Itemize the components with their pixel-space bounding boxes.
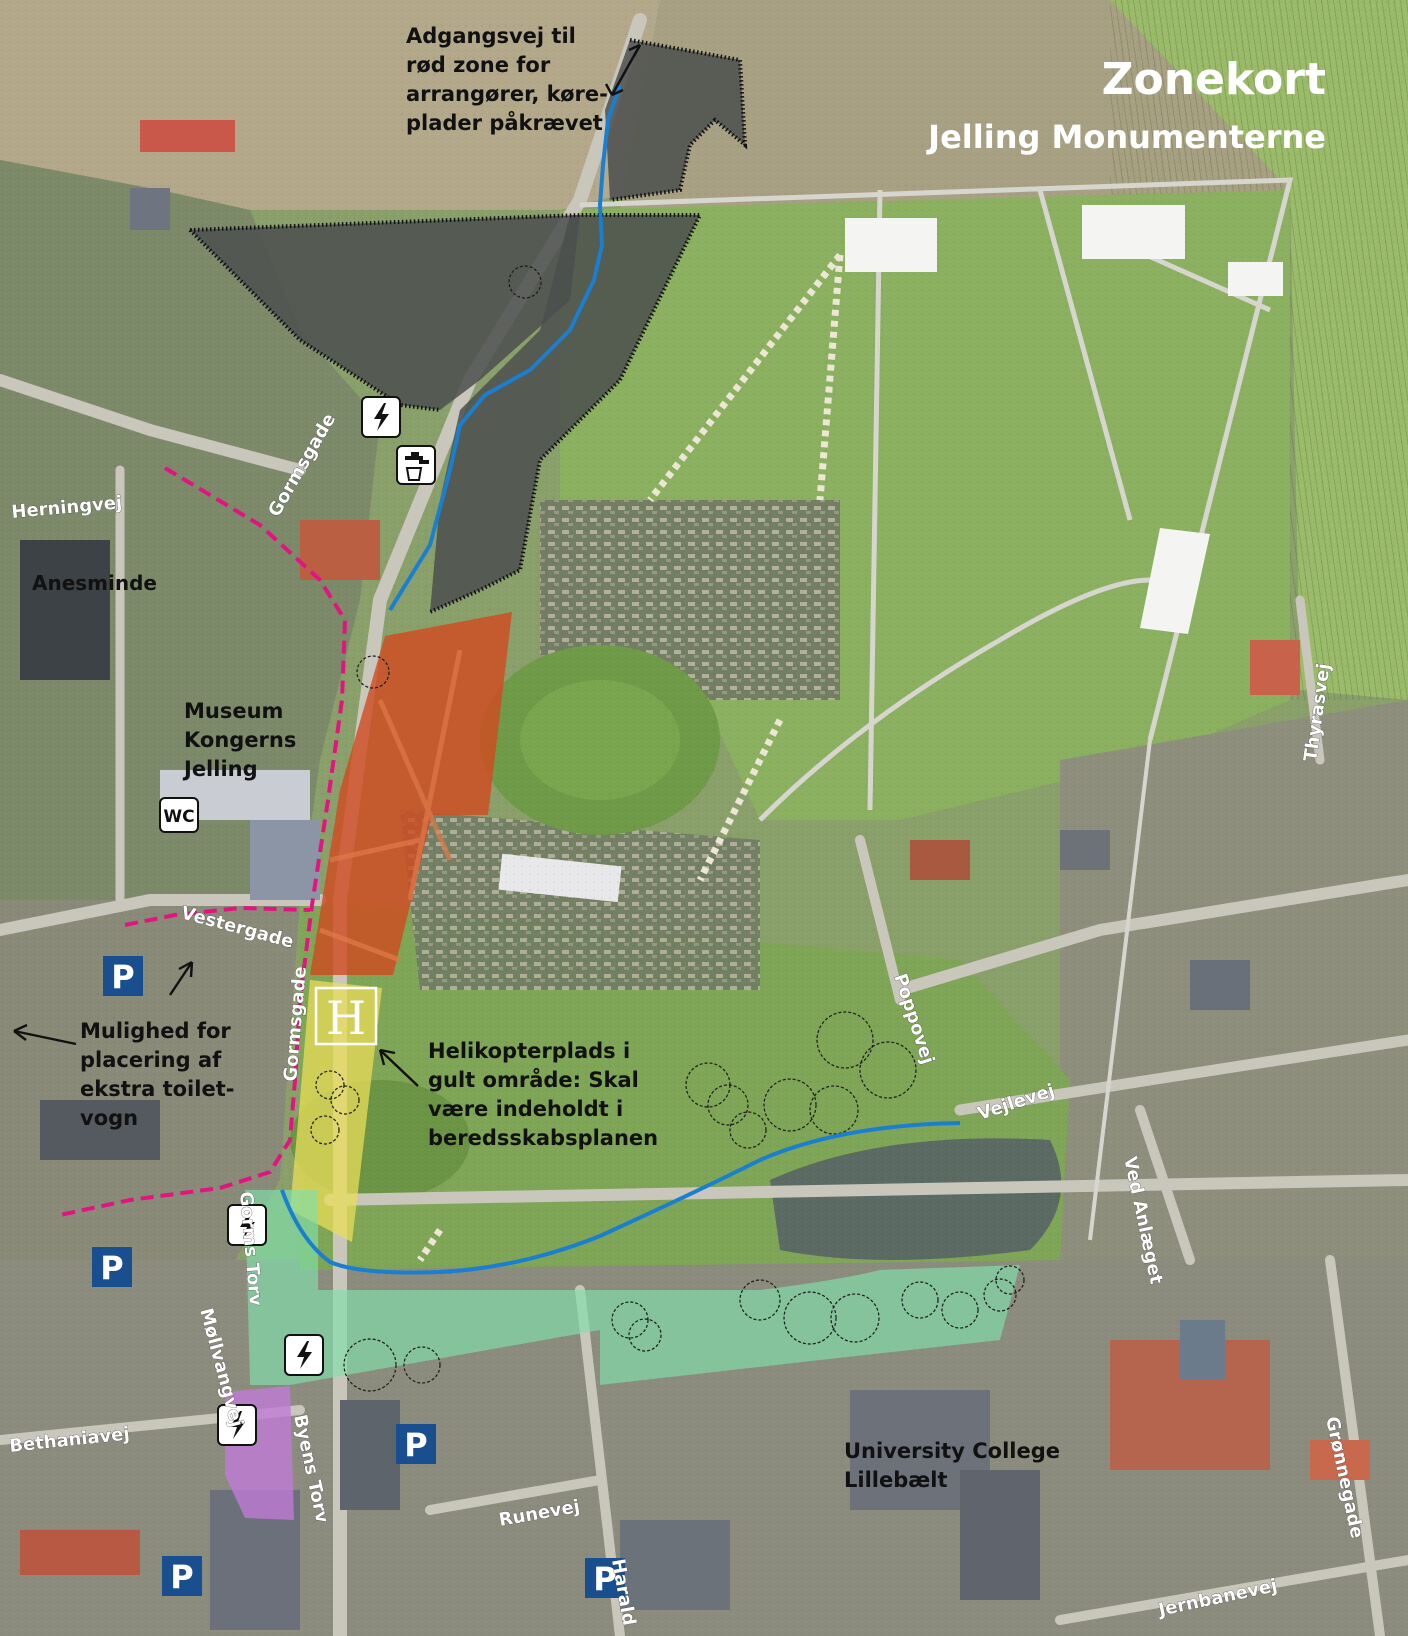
map-subtitle: Jelling Monumenterne <box>926 118 1326 156</box>
power-icon <box>361 396 401 438</box>
parking-label: P <box>170 1558 193 1596</box>
place-museum-line: Jelling <box>182 757 258 781</box>
annotation-line: placering af <box>80 1048 222 1072</box>
annotation-line: vogn <box>80 1106 138 1130</box>
place-university-line: Lillebælt <box>844 1468 948 1492</box>
place-museum-line: Kongerns <box>184 728 296 752</box>
monument-stone-rows <box>417 252 844 1262</box>
annotation-line: gult område: Skal <box>428 1067 639 1092</box>
annotation-line: Adgangsvej til <box>406 24 576 48</box>
pointer-arrows <box>13 43 642 1087</box>
water-tap-icon <box>396 445 436 485</box>
parking-label: P <box>593 1560 616 1598</box>
magenta-route-vestergade <box>124 905 311 927</box>
blue-route-south <box>280 1121 961 1275</box>
parking-icon: P <box>585 1558 625 1598</box>
parking-icon: P <box>162 1556 202 1596</box>
place-museum: Museum Kongerns Jelling <box>182 699 296 781</box>
tree-markers <box>310 265 1025 1392</box>
power-icon <box>227 1204 267 1246</box>
helipad-label: H <box>326 991 366 1045</box>
white-monument-plates <box>845 205 1283 634</box>
parking-icon: P <box>396 1424 436 1464</box>
buildings <box>20 120 1370 1630</box>
zone-dark <box>188 38 748 614</box>
power-icon <box>217 1404 257 1446</box>
annotation-line: rød zone for <box>406 53 551 77</box>
place-university-line: University College <box>844 1439 1060 1463</box>
zone-red-paths <box>319 649 463 963</box>
annotation-line: være indeholdt i <box>428 1097 623 1121</box>
annotation-access-road: Adgangsvej til rød zone for arrangører, … <box>406 24 608 135</box>
annotation-helipad: Helikopterplads i gult område: Skal være… <box>428 1039 658 1150</box>
place-anesminde: Anesminde <box>32 571 157 595</box>
annotation-line: Mulighed for <box>80 1019 231 1043</box>
map-title: Zonekort <box>1102 54 1326 105</box>
annotation-line: Helikopterplads i <box>428 1039 630 1063</box>
wc-label: WC <box>163 807 194 827</box>
zone-green <box>245 1190 1020 1385</box>
parking-label: P <box>404 1426 427 1464</box>
parking-icon: P <box>92 1247 132 1287</box>
place-museum-line: Museum <box>184 699 283 723</box>
annotation-toilet: Mulighed for placering af ekstra toilet-… <box>80 1019 234 1130</box>
helipad-icon: H <box>314 986 378 1046</box>
zone-red <box>310 612 512 975</box>
annotation-line: ekstra toilet- <box>80 1077 234 1101</box>
parking-label: P <box>111 958 134 996</box>
power-icon <box>284 1334 324 1376</box>
wc-icon: WC <box>159 797 199 833</box>
parking-icon: P <box>103 956 143 996</box>
blue-route-north <box>388 84 622 612</box>
place-university: University College Lillebælt <box>844 1439 1060 1492</box>
annotation-line: arrangører, køre- <box>406 82 608 106</box>
annotation-line: plader påkrævet <box>406 110 603 135</box>
annotation-line: beredsskabsplanen <box>428 1126 658 1150</box>
magenta-route <box>59 466 348 1217</box>
parking-label: P <box>100 1249 123 1287</box>
